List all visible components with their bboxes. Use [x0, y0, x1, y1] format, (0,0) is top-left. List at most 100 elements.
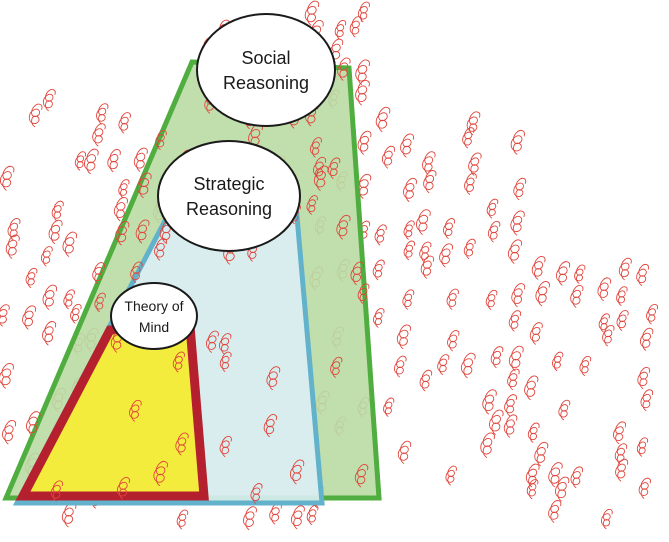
- red-squiggle-icon: [489, 409, 504, 435]
- red-squiggle-icon: [552, 351, 564, 372]
- red-squiggle-icon: [26, 411, 41, 437]
- red-squiggle-icon: [490, 346, 504, 369]
- red-squiggle-icon: [639, 327, 654, 351]
- red-squiggle-icon: [510, 130, 525, 155]
- red-squiggle-icon: [558, 399, 571, 421]
- red-squiggle-icon: [613, 421, 627, 445]
- red-squiggle-icon: [534, 441, 549, 467]
- red-squiggle-icon: [504, 394, 517, 417]
- red-squiggle-icon: [403, 220, 415, 240]
- social-label-line1: Social: [241, 48, 290, 68]
- red-squiggle-icon: [304, 0, 320, 26]
- red-squiggle-icon: [375, 106, 391, 133]
- red-squiggle-icon: [372, 259, 385, 281]
- social-reasoning-ellipse: [196, 13, 336, 127]
- red-squiggle-icon: [218, 333, 232, 355]
- red-squiggle-icon: [42, 321, 57, 346]
- red-squiggle-icon: [0, 165, 15, 191]
- red-squiggle-icon: [446, 288, 459, 310]
- red-squiggle-icon: [510, 210, 525, 236]
- red-squiggle-icon: [486, 198, 499, 219]
- red-squiggle-icon: [419, 241, 432, 263]
- red-squiggle-icon: [219, 435, 232, 458]
- red-squiggle-icon: [118, 112, 131, 134]
- red-squiggle-icon: [357, 283, 370, 304]
- red-squiggle-icon: [527, 422, 540, 443]
- red-squiggle-icon: [28, 103, 43, 128]
- red-squiggle-icon: [306, 195, 318, 215]
- red-squiggle-icon: [439, 243, 453, 268]
- red-squiggle-icon: [51, 200, 64, 222]
- red-squiggle-icon: [355, 80, 370, 106]
- red-squiggle-icon: [175, 432, 189, 456]
- red-squiggle-icon: [310, 137, 322, 158]
- red-squiggle-icon: [579, 355, 592, 377]
- red-squiggle-icon: [0, 304, 10, 327]
- red-squiggle-icon: [383, 397, 395, 417]
- red-squiggle-icon: [74, 151, 87, 171]
- red-squiggle-icon: [92, 123, 106, 147]
- red-squiggle-icon: [349, 16, 362, 38]
- red-squiggle-icon: [356, 173, 372, 199]
- red-squiggle-icon: [92, 262, 105, 285]
- red-squiggle-icon: [243, 506, 257, 531]
- red-squiggle-icon: [22, 305, 37, 330]
- red-squiggle-icon: [400, 133, 415, 158]
- red-squiggle-icon: [511, 283, 526, 308]
- red-squiggle-icon: [638, 477, 651, 499]
- red-squiggle-icon: [422, 151, 436, 175]
- red-squiggle-icon: [70, 303, 82, 324]
- red-squiggle-icon: [135, 219, 150, 244]
- red-squiggle-icon: [464, 172, 477, 195]
- red-squiggle-icon: [172, 351, 185, 373]
- strategic-label-line2: Reasoning: [186, 199, 272, 219]
- red-squiggle-icon: [357, 130, 372, 155]
- red-squiggle-icon: [289, 459, 305, 485]
- red-squiggle-icon: [50, 480, 63, 502]
- red-squiggle-icon: [468, 152, 482, 176]
- red-squiggle-icon: [614, 443, 628, 465]
- red-squiggle-icon: [373, 308, 385, 328]
- red-squiggle-icon: [513, 177, 527, 201]
- red-squiggle-icon: [357, 1, 370, 23]
- red-squiggle-icon: [357, 220, 371, 242]
- red-squiggle-icon: [507, 368, 520, 391]
- red-squiggle-icon: [443, 218, 456, 239]
- red-squiggle-icon: [487, 220, 501, 243]
- red-squiggle-icon: [219, 351, 232, 372]
- red-squiggle-icon: [153, 460, 168, 487]
- red-squiggle-icon: [574, 264, 586, 284]
- red-squiggle-icon: [83, 148, 99, 175]
- red-squiggle-icon: [397, 440, 412, 464]
- red-squiggle-icon: [118, 179, 130, 199]
- red-squiggle-icon: [503, 414, 518, 438]
- red-squiggle-icon: [615, 458, 629, 482]
- red-squiggle-icon: [96, 103, 109, 125]
- red-squiggle-icon: [618, 257, 632, 281]
- red-squiggle-icon: [508, 345, 524, 372]
- red-squiggle-icon: [616, 286, 628, 306]
- red-squiggle-icon: [602, 325, 615, 347]
- red-squiggle-icon: [129, 399, 142, 422]
- red-squiggle-icon: [636, 437, 649, 457]
- strategic-label-line1: Strategic: [193, 174, 264, 194]
- red-squiggle-icon: [334, 20, 347, 40]
- red-squiggle-icon: [306, 505, 319, 526]
- red-squiggle-icon: [313, 156, 327, 180]
- red-squiggle-icon: [636, 264, 650, 287]
- red-squiggle-icon: [290, 505, 305, 530]
- red-squiggle-icon: [508, 310, 522, 332]
- red-squiggle-icon: [616, 310, 629, 331]
- red-squiggle-icon: [350, 261, 364, 286]
- red-squiggle-icon: [445, 465, 457, 486]
- theory-label-line1: Theory of: [124, 298, 183, 314]
- red-squiggle-icon: [507, 239, 523, 264]
- red-squiggle-icon: [354, 464, 369, 488]
- red-squiggle-icon: [570, 285, 584, 308]
- red-squiggle-icon: [42, 284, 58, 310]
- red-squiggle-icon: [466, 111, 481, 135]
- red-squiggle-icon: [48, 219, 63, 244]
- red-squiggle-icon: [130, 261, 143, 283]
- red-squiggle-icon: [313, 165, 329, 191]
- red-squiggle-icon: [460, 352, 476, 379]
